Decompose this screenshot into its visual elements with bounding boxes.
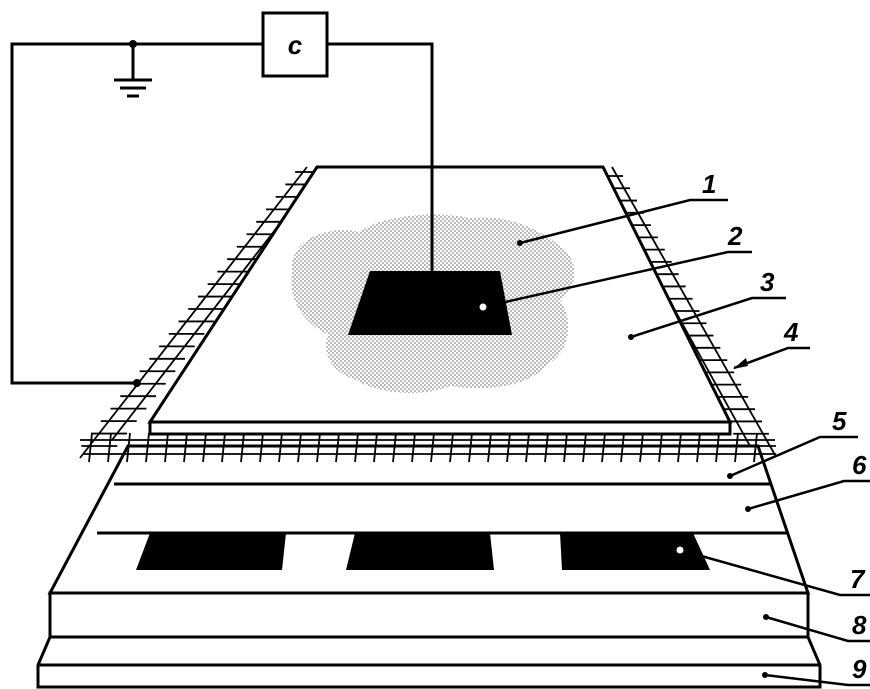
mesh-bottom-rung — [544, 432, 549, 463]
top-plate-thickness — [148, 420, 732, 436]
mesh-bottom-rung — [335, 432, 340, 463]
circuit-wire — [327, 42, 434, 271]
mesh-bottom-rung — [677, 432, 682, 463]
callout-3: 3 — [760, 267, 775, 297]
callout-1: 1 — [702, 169, 716, 199]
layer-9-slab — [36, 635, 822, 689]
mesh-bottom-rung — [715, 432, 720, 463]
circuit-wire-left — [10, 42, 263, 385]
electrode-7-middle — [346, 533, 494, 570]
mesh-bottom-rung — [601, 432, 606, 463]
mesh-bottom-rung — [297, 432, 302, 463]
leader-dot-electrode-7 — [676, 546, 684, 554]
mesh-bottom-rung — [753, 432, 758, 463]
callout-7: 7 — [850, 564, 866, 594]
callout-8: 8 — [852, 610, 867, 640]
leader-dot-electrode-2 — [479, 303, 487, 311]
mesh-bottom-rung — [525, 432, 530, 463]
electrode-7-right — [560, 533, 710, 570]
mesh-bottom-rung — [164, 432, 169, 463]
callout-2: 2 — [727, 221, 743, 251]
callout-6: 6 — [852, 450, 867, 480]
mesh-bottom-rung — [145, 432, 150, 463]
mesh-bottom-rung — [582, 432, 587, 463]
mesh-bottom-rung — [373, 432, 378, 463]
mesh-bottom-rung — [487, 432, 492, 463]
mesh-bottom-rung — [240, 432, 245, 463]
arrow-head-4 — [733, 358, 748, 369]
mesh-bottom-rung — [430, 432, 435, 463]
leader-lines — [482, 198, 870, 687]
mesh-bottom-rung — [221, 432, 226, 463]
mesh-bottom-rung — [107, 432, 112, 463]
mesh-bottom-rung — [88, 432, 93, 463]
mesh-bottom-rung — [734, 432, 739, 463]
mesh-bottom-rung — [639, 432, 644, 463]
source-box — [261, 11, 329, 78]
callout-5: 5 — [832, 406, 847, 436]
mesh-bottom-rung — [259, 432, 264, 463]
mesh-bottom-rung — [658, 432, 663, 463]
ground-icon — [114, 44, 152, 98]
mesh-bottom-rung — [449, 432, 454, 463]
mesh-bottom-rung — [506, 432, 511, 463]
mesh-bottom-rung — [183, 432, 188, 463]
mesh-bottom-rung — [354, 432, 359, 463]
source-label: c — [288, 30, 303, 60]
mesh-bottom-rung — [316, 432, 321, 463]
callout-9: 9 — [852, 654, 867, 684]
wire-junction-mesh — [133, 379, 141, 387]
electrode-7-left — [136, 533, 286, 570]
mesh-bottom-rung — [620, 432, 625, 463]
layer-8-slab — [48, 591, 810, 639]
leader-dots — [517, 240, 769, 678]
mesh-bottom-rung — [392, 432, 397, 463]
mesh-bottom-rung — [278, 432, 283, 463]
electrode-2 — [348, 271, 512, 335]
mesh-bottom-rung — [126, 432, 131, 463]
mesh-bottom-rung — [202, 432, 207, 463]
callout-4: 4 — [783, 317, 799, 347]
mesh-bottom-rung — [563, 432, 568, 463]
mesh-bottom-rung — [411, 432, 416, 463]
mesh-bottom-rung — [468, 432, 473, 463]
layer-5-7-band — [47, 444, 811, 595]
mesh-bottom-rung — [696, 432, 701, 463]
